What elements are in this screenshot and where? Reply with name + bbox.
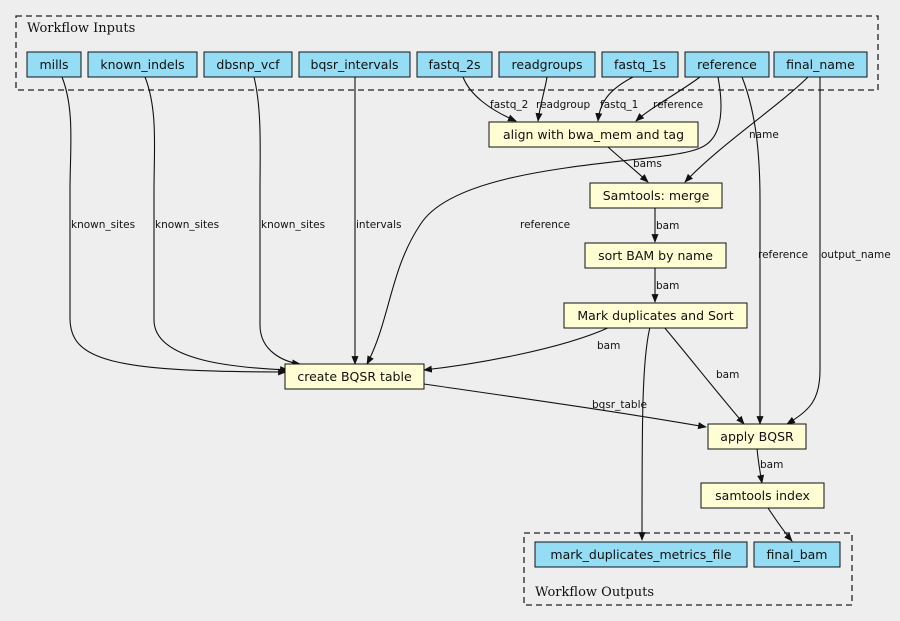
edge-label-bam-markdup-apply: bam — [716, 369, 739, 381]
edge-labels: fastq_2 readgroup fastq_1 reference name… — [71, 99, 891, 471]
edge-label-reference-align: reference — [653, 99, 703, 111]
step-node-merge[interactable]: Samtools: merge — [589, 182, 723, 209]
workflow-inputs-cluster: Workflow Inputs — [15, 15, 879, 91]
edge-label-fastq1: fastq_1 — [600, 99, 638, 111]
edge-label-bam-apply-index: bam — [760, 459, 783, 471]
edge-align-merge — [607, 146, 649, 183]
output-nodes: mark_duplicates_metrics_file final_bam — [534, 541, 841, 568]
edge-markdup-bqsrtable — [423, 326, 611, 373]
input-label-mills: mills — [39, 57, 68, 72]
step-nodes: align with bwa_mem and tag Samtools: mer… — [284, 121, 825, 509]
workflow-inputs-label: Workflow Inputs — [27, 21, 135, 36]
output-node-metrics[interactable]: mark_duplicates_metrics_file — [534, 541, 748, 568]
input-node-fastq-1s[interactable]: fastq_1s — [601, 51, 679, 78]
edge-label-bam-markdup-table: bam — [597, 340, 620, 352]
edge-fastq2s-align — [462, 76, 517, 122]
input-label-bqsr-intervals: bqsr_intervals — [311, 57, 399, 72]
input-node-readgroups[interactable]: readgroups — [498, 51, 596, 78]
edge-reference-align — [635, 76, 701, 122]
input-label-reference: reference — [697, 57, 757, 72]
output-label-final-bam: final_bam — [767, 547, 828, 562]
input-node-reference[interactable]: reference — [684, 51, 770, 78]
step-label-apply-bqsr: apply BQSR — [720, 429, 794, 444]
edge-label-known-sites-mills: known_sites — [71, 219, 135, 231]
input-node-fastq-2s[interactable]: fastq_2s — [416, 51, 493, 78]
workflow-outputs-cluster: Workflow Outputs — [523, 532, 853, 606]
step-node-markdup[interactable]: Mark duplicates and Sort — [563, 302, 748, 329]
step-label-samtools-index: samtools index — [715, 488, 810, 503]
output-label-metrics: mark_duplicates_metrics_file — [550, 547, 731, 562]
edge-label-bam-sort-markdup: bam — [656, 280, 679, 292]
step-node-bqsr-table[interactable]: create BQSR table — [284, 363, 425, 390]
input-label-known-indels: known_indels — [100, 57, 184, 72]
input-label-dbsnp-vcf: dbsnp_vcf — [216, 57, 280, 72]
output-node-final-bam[interactable]: final_bam — [753, 541, 841, 568]
edge-finalname-apply — [786, 77, 821, 425]
edge-readgroups-align — [535, 76, 548, 122]
edge-apply-index — [756, 447, 765, 484]
step-label-sort: sort BAM by name — [598, 248, 713, 263]
edge-markdup-metrics — [638, 326, 651, 541]
input-nodes: mills known_indels dbsnp_vcf bqsr_interv… — [26, 51, 868, 78]
input-node-final-name[interactable]: final_name — [773, 51, 868, 78]
input-node-bqsr-intervals[interactable]: bqsr_intervals — [298, 51, 411, 78]
edge-finalname-merge — [684, 76, 809, 183]
edge-reference-bqsrtable — [366, 76, 722, 365]
edge-label-name: name — [749, 129, 779, 141]
step-label-bqsr-table: create BQSR table — [297, 369, 412, 384]
step-node-samtools-index[interactable]: samtools index — [700, 482, 825, 509]
input-label-final-name: final_name — [786, 57, 855, 72]
step-node-apply-bqsr[interactable]: apply BQSR — [707, 423, 807, 450]
edge-fastq1s-align — [595, 76, 634, 122]
edge-mills-bqsrtable — [61, 76, 287, 376]
input-label-fastq-2s: fastq_2s — [428, 57, 480, 72]
edge-label-readgroup: readgroup — [536, 99, 590, 111]
input-node-mills[interactable]: mills — [26, 51, 82, 78]
edge-label-intervals: intervals — [356, 219, 402, 231]
edge-label-fastq2: fastq_2 — [490, 99, 528, 111]
edge-label-output-name: output_name — [821, 249, 891, 261]
edge-label-known-sites-dbsnp: known_sites — [261, 219, 325, 231]
edge-label-bams: bams — [633, 158, 662, 170]
edge-reference-apply — [741, 76, 764, 425]
edge-label-bqsr-table: bqsr_table — [592, 399, 647, 411]
edge-bqsrtable-apply — [423, 383, 707, 430]
edge-knownindels-bqsrtable — [144, 76, 289, 374]
input-node-known-indels[interactable]: known_indels — [87, 51, 198, 78]
edge-label-reference-table: reference — [520, 219, 570, 231]
edge-label-bam-merge-sort: bam — [656, 220, 679, 232]
input-label-fastq-1s: fastq_1s — [614, 57, 666, 72]
step-node-align[interactable]: align with bwa_mem and tag — [488, 121, 699, 148]
edge-label-reference-apply: reference — [758, 249, 808, 261]
edge-index-finalbam — [767, 507, 793, 542]
edge-markdup-apply — [663, 326, 745, 425]
step-label-markdup: Mark duplicates and Sort — [577, 308, 733, 323]
input-node-dbsnp-vcf[interactable]: dbsnp_vcf — [203, 51, 293, 78]
edge-label-known-sites-indels: known_sites — [155, 219, 219, 231]
step-label-align: align with bwa_mem and tag — [503, 127, 684, 142]
step-label-merge: Samtools: merge — [603, 188, 710, 203]
input-label-readgroups: readgroups — [512, 57, 583, 72]
edge-dbsnp-bqsrtable — [253, 76, 301, 367]
edges — [61, 76, 821, 542]
step-node-sort[interactable]: sort BAM by name — [584, 242, 727, 269]
workflow-outputs-label: Workflow Outputs — [535, 585, 654, 600]
